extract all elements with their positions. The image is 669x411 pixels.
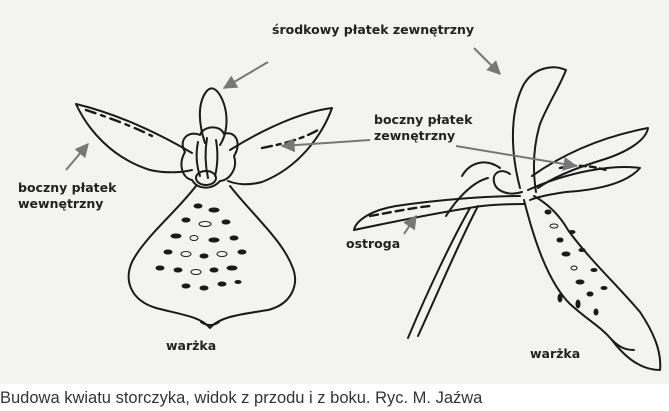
side-lateral-sepal <box>528 167 640 200</box>
label-side-lip: warżka <box>530 346 580 362</box>
side-lateral-petal <box>532 128 648 188</box>
arrow-left-lateral-to-petal <box>66 144 88 170</box>
label-arrows <box>66 48 576 234</box>
label-spur: ostroga <box>346 236 400 252</box>
front-column <box>181 127 237 187</box>
side-left-sepal <box>354 196 524 230</box>
label-lateral-sepal-line-2: zewnętrzny <box>374 128 472 144</box>
label-lateral-sepal: boczny płatek zewnętrzny <box>374 112 472 144</box>
front-right-petal <box>228 108 332 184</box>
arrow-right-lateral-to-side <box>456 146 576 166</box>
label-dorsal-sepal: środkowy płatek zewnętrzny <box>272 22 474 38</box>
label-lateral-petal: boczny płatek wewnętrzny <box>18 180 116 212</box>
side-spur <box>408 206 478 338</box>
side-lip <box>524 196 660 370</box>
label-lateral-petal-line-2: wewnętrzny <box>18 196 116 212</box>
front-left-petal <box>76 104 192 172</box>
label-lateral-petal-line-1: boczny płatek <box>18 180 116 196</box>
drawing-panel: środkowy płatek zewnętrzny boczny płatek… <box>0 0 669 384</box>
front-dorsal-sepal <box>200 88 227 145</box>
front-lip <box>129 186 295 328</box>
side-dorsal-sepal <box>513 67 566 192</box>
arrow-top-to-side-dorsal <box>474 48 500 74</box>
label-front-lip: warżka <box>166 338 216 354</box>
arrow-top-to-front-dorsal <box>224 62 268 88</box>
figure-caption: Budowa kwiatu storczyka, widok z przodu … <box>0 386 669 411</box>
label-lateral-sepal-line-1: boczny płatek <box>374 112 472 128</box>
side-lip-spots <box>545 210 607 315</box>
